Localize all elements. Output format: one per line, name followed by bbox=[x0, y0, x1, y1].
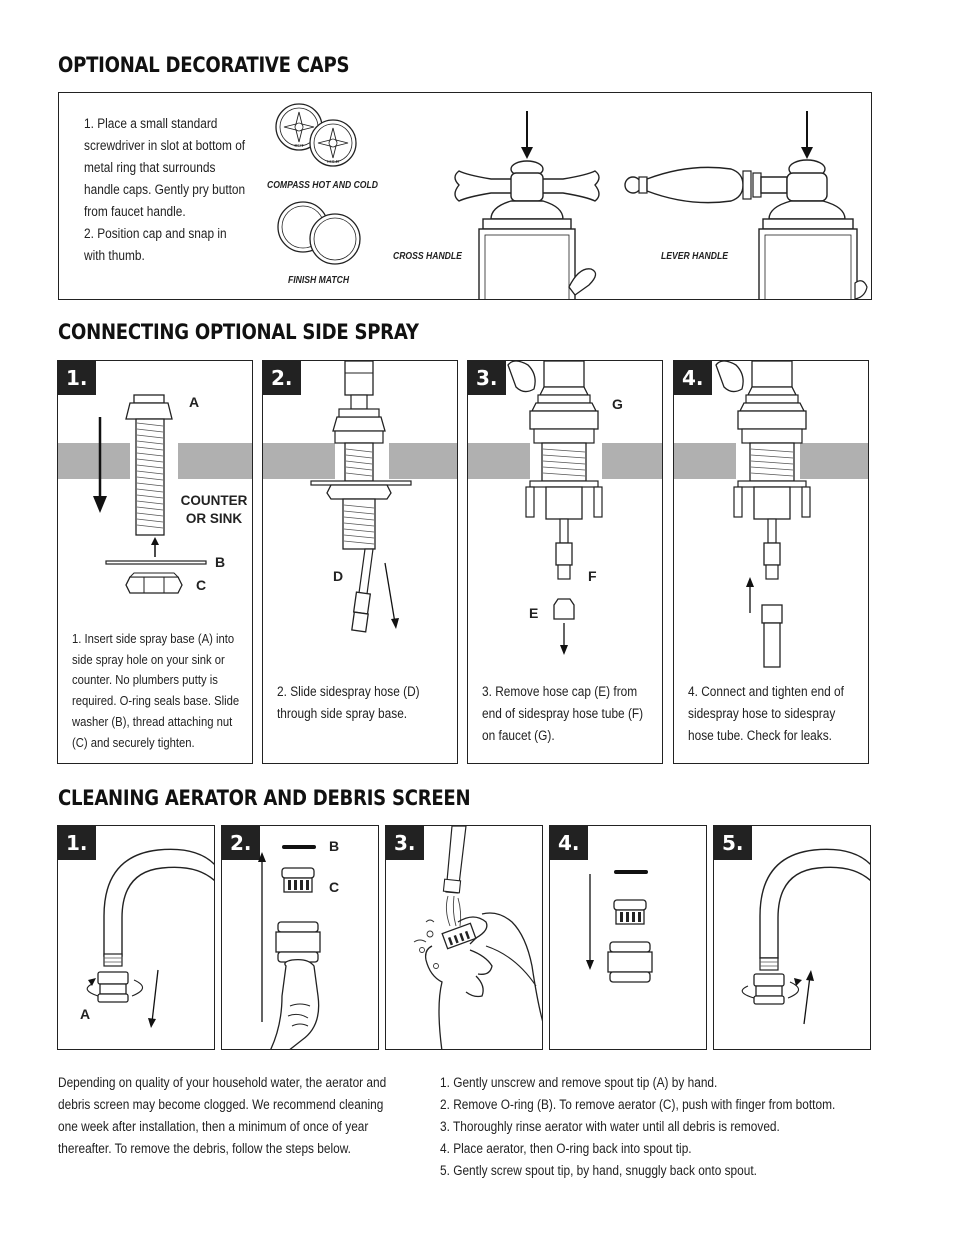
label-a: A bbox=[80, 1006, 91, 1022]
step-text: 3. Remove hose cap (E) from end of sides… bbox=[482, 684, 644, 743]
step-text: 1. Insert side spray base (A) into side … bbox=[72, 631, 240, 750]
compass-caps-illustration: HOT COLD bbox=[275, 103, 357, 167]
aerator-step-4: 4. bbox=[549, 825, 707, 1050]
side-spray-step-4: 4. 4. Connect and tighten end of sidespr… bbox=[673, 360, 869, 764]
label-a: A bbox=[189, 394, 200, 410]
step-number: 4. bbox=[550, 826, 588, 860]
aerator-intro: Depending on quality of your household w… bbox=[58, 1075, 387, 1156]
side-spray-step-3: 3. G F E 3. Remove hose cap (E) from end… bbox=[467, 360, 663, 764]
replace-aerator-illustration bbox=[586, 870, 653, 983]
instruction-line: 1. Gently unscrew and remove spout tip (… bbox=[440, 1075, 718, 1090]
aerator-step-2: 2. B C bbox=[221, 825, 379, 1050]
caps-heading: OPTIONAL DECORATIVE CAPS bbox=[58, 53, 350, 77]
remove-aerator-illustration bbox=[258, 845, 321, 1049]
cross-handle-caption: CROSS HANDLE bbox=[393, 250, 462, 262]
instruction-line: 2. Remove O-ring (B). To remove aerator … bbox=[440, 1097, 836, 1112]
step-number: 1. bbox=[58, 826, 96, 860]
aerator-heading: CLEANING AERATOR AND DEBRIS SCREEN bbox=[58, 786, 471, 810]
finish-caption: FINISH MATCH bbox=[288, 274, 350, 286]
instruction-line: 4. Place aerator, then O-ring back into … bbox=[440, 1141, 692, 1156]
aerator-step-5: 5. bbox=[713, 825, 871, 1050]
step-number: 1. bbox=[58, 361, 96, 395]
aerator-step-3: 3. bbox=[385, 825, 543, 1050]
side-spray-heading: CONNECTING OPTIONAL SIDE SPRAY bbox=[58, 320, 419, 344]
cross-handle-illustration bbox=[454, 111, 600, 299]
label-f: F bbox=[588, 568, 597, 584]
rinse-aerator-illustration bbox=[413, 826, 542, 1049]
cap-hot-text: HOT bbox=[294, 143, 303, 148]
lever-handle-illustration bbox=[624, 111, 868, 299]
replace-spout-tip-illustration bbox=[741, 848, 870, 1025]
remove-cap-illustration bbox=[468, 361, 662, 655]
label-e: E bbox=[529, 605, 539, 621]
step-number: 5. bbox=[714, 826, 752, 860]
hose-insert-illustration bbox=[263, 361, 457, 633]
cap-cold-text: COLD bbox=[327, 159, 340, 164]
side-spray-base-illustration bbox=[58, 394, 252, 594]
label-b: B bbox=[329, 838, 340, 854]
label-c: C bbox=[329, 879, 340, 895]
step-text: 4. Connect and tighten end of sidespray … bbox=[688, 684, 844, 743]
unscrew-spout-tip-illustration bbox=[86, 848, 214, 1028]
aerator-instructions: 1. Gently unscrew and remove spout tip (… bbox=[440, 1072, 880, 1182]
caps-panel: 1. Place a small standard screwdriver in… bbox=[58, 92, 872, 300]
step-number: 2. bbox=[222, 826, 260, 860]
label-d: D bbox=[333, 568, 344, 584]
instruction-line: 5. Gently screw spout tip, by hand, snug… bbox=[440, 1163, 757, 1178]
compass-caption: COMPASS HOT AND COLD bbox=[267, 179, 378, 191]
connect-hose-illustration bbox=[674, 361, 868, 668]
step-text: 2. Slide sidespray hose (D) through side… bbox=[277, 684, 420, 721]
step-number: 3. bbox=[386, 826, 424, 860]
step-number: 4. bbox=[674, 361, 712, 395]
instruction-line: 3. Thoroughly rinse aerator with water u… bbox=[440, 1119, 780, 1134]
caps-instructions: 1. Place a small standard screwdriver in… bbox=[84, 116, 246, 263]
label-c: C bbox=[196, 577, 207, 593]
finish-caps-illustration bbox=[277, 201, 361, 265]
label-counter: COUNTER OR SINK bbox=[180, 493, 248, 526]
step-number: 2. bbox=[263, 361, 301, 395]
label-b: B bbox=[215, 554, 226, 570]
label-g: G bbox=[612, 396, 623, 412]
side-spray-step-1: 1. A COUNTER OR SINK B C 1. Insert side … bbox=[57, 360, 253, 764]
aerator-step-1: 1. A bbox=[57, 825, 215, 1050]
step-number: 3. bbox=[468, 361, 506, 395]
side-spray-step-2: 2. D 2. Slide sidespray hose (D) through… bbox=[262, 360, 458, 764]
lever-handle-caption: LEVER HANDLE bbox=[661, 250, 728, 262]
